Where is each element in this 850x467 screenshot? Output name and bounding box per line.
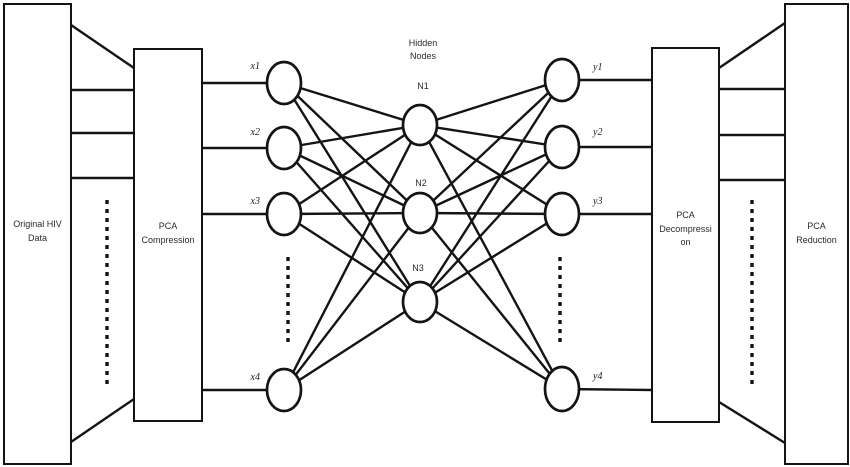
output-node-y4-circle <box>543 365 581 413</box>
node-circles <box>265 57 581 413</box>
pca-reduction-label-line2: Reduction <box>796 234 837 245</box>
original-hiv-data-box <box>3 3 72 465</box>
edge-x1-n3 <box>282 82 422 303</box>
input-node-x3-circle <box>265 191 303 237</box>
original-hiv-data-label-line2: Data <box>27 232 47 243</box>
edge-n2-y4 <box>419 212 563 390</box>
edge-x2-n2 <box>283 146 421 215</box>
pca-decompression-box <box>651 47 720 423</box>
output-node-y1-label: y1 <box>593 62 603 73</box>
pca-reduction-label-line1: PCA <box>807 221 826 231</box>
edge-n1-y3 <box>419 123 563 216</box>
right-fan-top-diagonal <box>718 22 786 69</box>
right-fan-bottom-diagonal <box>718 400 786 445</box>
input-node-x1-label: x1 <box>250 61 260 72</box>
pca-reduction-box <box>784 3 849 465</box>
hidden-node-n2-label: N2 <box>415 178 427 188</box>
output-node-y4-label: y4 <box>593 371 603 382</box>
output-node-y1-circle <box>543 57 581 103</box>
pca-reduction-label: PCA Reduction <box>784 220 849 247</box>
edge-n2-y1 <box>419 79 563 214</box>
original-hiv-data-label: Original HIV Data <box>3 218 72 245</box>
pca-compression-box <box>133 48 203 422</box>
edge-x4-n1 <box>282 124 422 391</box>
input-node-x2-circle <box>265 125 303 171</box>
hidden-nodes-title: Hidden Nodes <box>395 37 451 62</box>
edge-x1-n1 <box>283 81 421 127</box>
hidden-node-n1-circle <box>401 103 439 147</box>
edge-x3-n2 <box>283 211 421 216</box>
input-node-x1-circle <box>265 60 303 106</box>
input-node-x3-label: x3 <box>250 196 260 207</box>
hidden-nodes-title-line2: Nodes <box>409 50 436 61</box>
hidden-node-n2-circle <box>401 191 439 235</box>
hidden-node-n3-circle <box>401 280 439 324</box>
ellipsis-dashed-lines <box>105 200 754 387</box>
input-node-x4-label: x4 <box>250 372 260 383</box>
output-node-y3-circle <box>543 191 581 237</box>
edge-x1-n2 <box>283 82 421 214</box>
edge-n3-y2 <box>419 146 563 303</box>
input-node-x4-circle <box>265 367 303 413</box>
pca-decompression-label-line3: on <box>680 237 691 247</box>
hidden-node-n3-label: N3 <box>412 263 424 273</box>
edge-x3-n1 <box>283 123 421 216</box>
edge-x2-n1 <box>283 123 421 150</box>
input-node-x2-label: x2 <box>250 127 260 138</box>
edge-n1-y1 <box>419 78 563 127</box>
edge-x2-n3 <box>283 147 421 303</box>
hidden-nodes-title-line1: Hidden <box>408 38 438 48</box>
output-node-y2-label: y2 <box>593 127 603 138</box>
edge-n1-y2 <box>419 123 563 149</box>
edge-x4-n2 <box>283 212 421 391</box>
pca-compression-label-line2: Compression <box>141 234 195 245</box>
pca-compression-label-line1: PCA <box>158 221 178 231</box>
pca-compression-label: PCA Compression <box>133 220 203 247</box>
edge-n2-y3 <box>419 211 563 216</box>
edge-n3-y4 <box>419 300 563 391</box>
pca-decompression-label-line2: Decompressi <box>659 223 712 234</box>
connector-lines <box>70 22 786 445</box>
pca-decompression-label: PCA Decompressi on <box>651 209 720 250</box>
edge-n3-y1 <box>418 79 564 303</box>
original-hiv-data-label-line1: Original HIV <box>13 219 62 229</box>
edge-x4-n3 <box>283 300 421 392</box>
hidden-node-n1-label: N1 <box>417 81 429 91</box>
edge-n2-y2 <box>419 145 563 215</box>
output-node-y2-circle <box>543 124 581 170</box>
left-fan-bottom-diagonal <box>70 398 135 443</box>
edge-n3-y3 <box>419 212 563 304</box>
pca-decompression-label-line1: PCA <box>676 210 695 220</box>
output-node-y3-label: y3 <box>593 196 603 207</box>
left-fan-top-diagonal <box>70 24 135 69</box>
